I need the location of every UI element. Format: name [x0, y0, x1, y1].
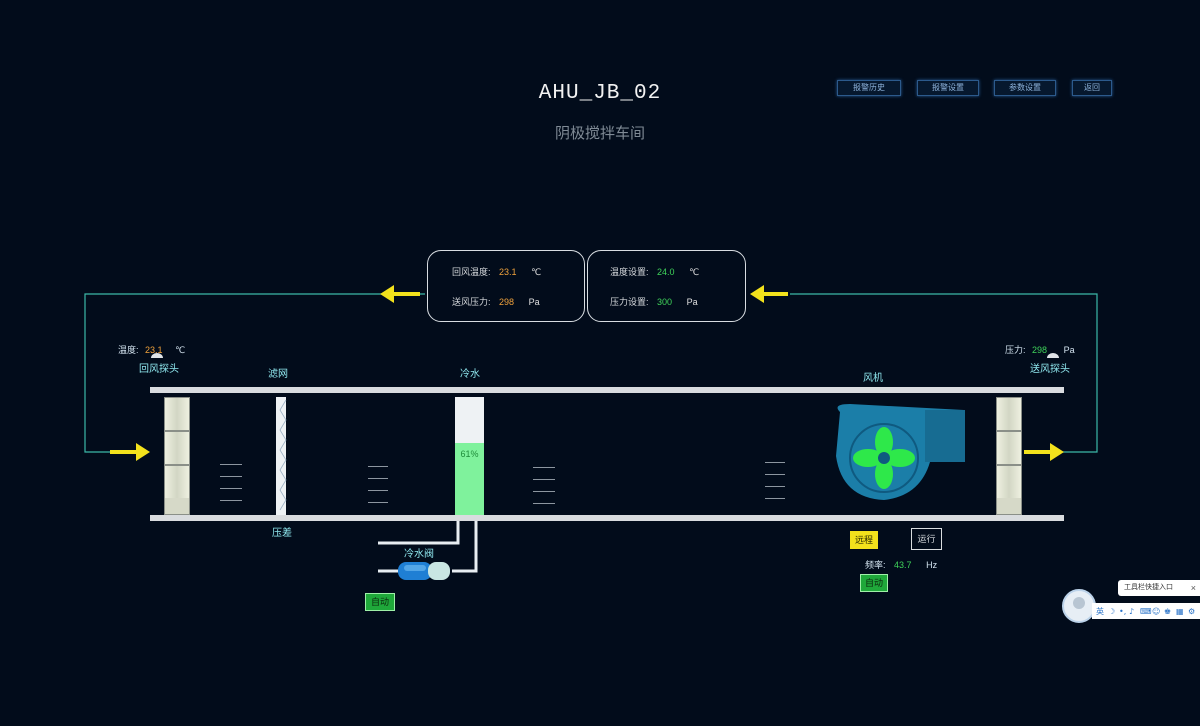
close-icon[interactable]: ×: [1190, 583, 1196, 593]
cooling-valve-percent: 61%: [460, 449, 479, 459]
return-duct-line: [84, 293, 425, 453]
mic-icon: ♪: [1129, 607, 1134, 616]
fan-control-badge[interactable]: 远程: [850, 531, 878, 549]
page-subtitle: 阴极搅拌车间: [554, 125, 645, 142]
fan-mode-badge[interactable]: 自动: [860, 574, 888, 592]
temp-setting-unit: ℃: [689, 267, 700, 277]
duct-segment-marks: [220, 464, 242, 501]
alarm-settings-button[interactable]: 报警设置: [917, 80, 979, 96]
punctuation-icon: •,: [1119, 607, 1126, 616]
user-icon: [1073, 597, 1085, 609]
fan-icon: [836, 404, 965, 500]
return-probe-icon: [151, 353, 163, 358]
supply-probe-icon: [1047, 353, 1059, 358]
temp-setting-label: 温度设置:: [610, 267, 649, 277]
right-sensor-label: 压力:: [1005, 345, 1026, 355]
pressure-setting-unit: Pa: [686, 297, 698, 307]
return-temp-unit: ℃: [531, 267, 542, 277]
filter-label: 滤网: [268, 369, 288, 380]
page-title: AHU_JB_02: [538, 82, 662, 105]
arrow-icon: [380, 285, 420, 303]
skin-icon: ♚: [1164, 607, 1171, 616]
fan-frequency-value: 43.7: [894, 560, 912, 570]
supply-pressure-label: 送风压力:: [452, 297, 491, 307]
return-info-panel: 回风温度: 23.1 ℃ 送风压力: 298 Pa: [427, 250, 585, 322]
pressure-setting-value[interactable]: 300: [657, 297, 673, 307]
left-sensor-label: 温度:: [118, 345, 139, 355]
cold-water-valve-icon: [398, 562, 450, 580]
moon-icon: ☽: [1108, 607, 1115, 616]
duct-segment-marks: [368, 466, 388, 503]
supply-pressure-value: 298: [499, 297, 515, 307]
filter-pressure-label: 压差: [272, 528, 292, 539]
return-probe-label: 回风探头: [139, 364, 179, 375]
parameter-settings-button[interactable]: 参数设置: [994, 80, 1056, 96]
valve-mode-badge[interactable]: 自动: [365, 593, 395, 611]
left-sensor-unit: ℃: [175, 345, 186, 355]
right-sensor-unit: Pa: [1063, 345, 1075, 355]
duct-segment-marks: [765, 462, 785, 499]
shortcut-widget-tag[interactable]: 工具栏快捷入口 ×: [1118, 580, 1200, 596]
fan-frequency-unit: Hz: [926, 560, 938, 570]
supply-pressure-unit: Pa: [528, 297, 540, 307]
language-icon: 英: [1096, 606, 1104, 616]
duct-bottom-wall: [150, 515, 1064, 521]
fan-frequency-label: 频率:: [865, 560, 886, 570]
water-pipe: [378, 515, 478, 573]
cooling-valve-gauge: 61%: [455, 397, 484, 515]
grid-icon: ▦: [1176, 607, 1184, 616]
fan-frequency: 频率: 43.7 Hz: [865, 558, 937, 571]
pressure-setting-label: 压力设置:: [610, 297, 649, 307]
supply-damper: [996, 397, 1022, 515]
duct-top-wall: [150, 387, 1064, 393]
left-sensor-value: 23.1: [145, 345, 163, 355]
duct-segment-marks: [533, 467, 555, 504]
keyboard-icon: ⌨: [1140, 607, 1152, 616]
arrow-icon: [750, 285, 788, 303]
arrow-icon: [1024, 443, 1064, 461]
filter-icon: [276, 397, 287, 515]
temp-setting-value[interactable]: 24.0: [657, 267, 675, 277]
avatar[interactable]: [1062, 589, 1096, 623]
supply-probe-label: 送风探头: [1030, 364, 1070, 375]
return-temp-label: 回风温度:: [452, 267, 491, 277]
cooling-label: 冷水: [460, 369, 480, 380]
return-damper: [164, 397, 190, 515]
alarm-history-button[interactable]: 报警历史: [837, 80, 901, 96]
return-temp-value: 23.1: [499, 267, 517, 277]
left-sensor-reading: 温度: 23.1 ℃: [118, 343, 185, 356]
valve-label: 冷水阀: [404, 549, 434, 560]
shortcut-toolbar: 英 ☽ •, ♪ ⌨ ☺ ♚ ▦ ⚙: [1092, 603, 1200, 619]
right-sensor-reading: 压力: 298 Pa: [1005, 343, 1075, 356]
arrow-icon: [110, 443, 150, 461]
back-button[interactable]: 返回: [1072, 80, 1112, 96]
settings-icon: ⚙: [1188, 607, 1195, 616]
fan-status-badge: 运行: [911, 528, 942, 550]
fan-label: 风机: [863, 373, 883, 384]
emoji-icon: ☺: [1152, 607, 1160, 616]
shortcut-widget-label: 工具栏快捷入口: [1124, 584, 1173, 591]
cooling-valve-fill: [455, 443, 484, 515]
right-sensor-value: 298: [1032, 345, 1048, 355]
supply-duct-line: [790, 293, 1098, 453]
setpoint-panel: 温度设置: 24.0 ℃ 压力设置: 300 Pa: [587, 250, 746, 322]
